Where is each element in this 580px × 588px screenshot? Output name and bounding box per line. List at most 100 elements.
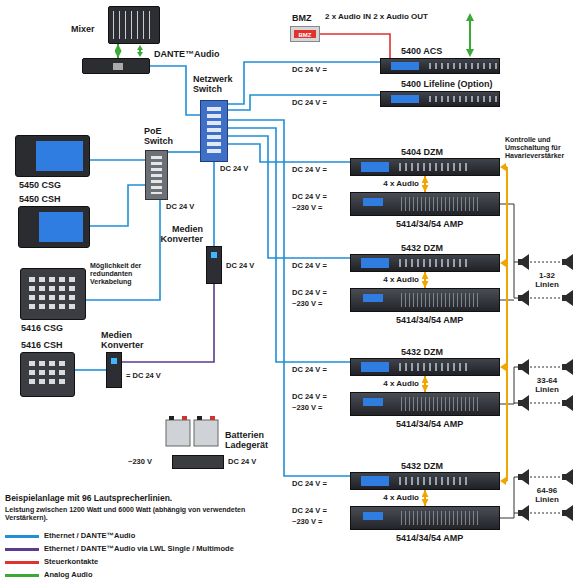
device-label: BMZ: [292, 14, 312, 24]
legend-text: Analog Audio: [44, 569, 92, 581]
speaker-wires: [500, 204, 562, 518]
device-label: 5400 ACS: [401, 47, 442, 57]
connector: [228, 95, 380, 110]
annotation-label: DC 24 V =: [292, 262, 327, 271]
device-box: 5414/34/54 AMP: [350, 288, 500, 312]
device-box: 5432 DZM: [350, 358, 500, 376]
device-label: Netzwerk Switch: [193, 75, 243, 95]
device-box: PoE Switch: [145, 150, 168, 200]
device-box: Mixer: [108, 6, 160, 44]
device-label: 5414/34/54 AMP: [396, 534, 463, 544]
annotation-label: ~230 V =: [292, 204, 322, 213]
connector: [213, 162, 215, 246]
connector: [122, 284, 214, 362]
device-label: Batterien Ladegerät: [225, 431, 277, 451]
legend-text: Steuerkontakte: [44, 556, 98, 568]
connector-label: 4 x Audio: [383, 380, 419, 389]
connector: [90, 185, 145, 226]
device-label: 5400 Lifeline (Option): [401, 80, 493, 90]
connector: [424, 376, 426, 392]
device-label: DANTE™Audio: [154, 50, 220, 60]
annotation-label: DC 24 V =: [292, 393, 327, 402]
annotation-label: = DC 24 V: [126, 372, 161, 381]
legend-text: Ethernet / DANTE™Audio via LWL Single / …: [44, 543, 234, 555]
device-label: 5414/34/54 AMP: [396, 220, 463, 230]
connector: [228, 120, 350, 476]
device-box: 5416 CSG: [20, 268, 86, 320]
device-label: Medien Konverter: [101, 331, 156, 351]
connector: [75, 369, 106, 371]
connector: [168, 151, 200, 153]
annotation-label: DC 24 V =: [292, 193, 327, 202]
annotation-label: Leistung zwischen 1200 Watt und 6000 Wat…: [5, 506, 255, 522]
connector: [424, 272, 426, 288]
connector: [86, 200, 160, 300]
device-box: DANTE™Audio: [82, 58, 150, 74]
connector: [228, 144, 350, 162]
connector: [117, 44, 119, 58]
connector: [228, 128, 350, 362]
device-label: 5432 DZM: [401, 348, 443, 358]
annotation-label: Beispielanlage mit 96 Lautsprecherlinien…: [5, 494, 172, 504]
device-box: 5414/34/54 AMP: [350, 392, 500, 416]
annotation-label: 33-64 Linien: [532, 376, 562, 394]
battery-symbol: [166, 416, 218, 446]
legend-swatch: [5, 535, 39, 538]
annotation-label: DC 24 V: [226, 262, 254, 271]
device-label: 5450 CSH: [19, 195, 61, 205]
device-box: 5404 DZM: [350, 158, 500, 176]
device-box: 5414/34/54 AMP: [350, 192, 500, 216]
device-box: 5414/34/54 AMP: [350, 506, 500, 530]
annotation-label: ~230 V =: [292, 404, 322, 413]
annotation-label: ~230 V =: [292, 518, 322, 527]
device-label: 5432 DZM: [401, 462, 443, 472]
speaker-group: [518, 254, 573, 521]
device-label: Medien Konverter: [151, 225, 203, 245]
device-box: BMZBMZ: [290, 26, 320, 42]
device-box: 5432 DZM: [350, 254, 500, 272]
annotation-label: ~230 V: [128, 458, 152, 467]
device-label: 5414/34/54 AMP: [396, 316, 463, 326]
annotation-label: DC 24 V =: [292, 480, 327, 489]
device-box: 5432 DZM: [350, 472, 500, 490]
connector: [320, 34, 390, 58]
device-label: 5450 CSG: [19, 181, 61, 191]
annotation-label: DC 24 V: [220, 165, 248, 174]
annotation-label: DC 24 V: [166, 203, 194, 212]
annotation-label: DC 24 V =: [292, 507, 327, 516]
annotation-label: 1-32 Linien: [532, 271, 562, 289]
device-box: 5450 CSH: [18, 206, 90, 248]
control-line: [500, 163, 507, 485]
device-label: PoE Switch: [144, 127, 184, 147]
annotation-label: DC 24 V =: [292, 289, 327, 298]
connector: [424, 490, 426, 506]
device-label: Mixer: [71, 25, 95, 35]
device-box: 5416 CSH: [20, 352, 75, 397]
device-box: 5450 CSG: [15, 135, 90, 177]
device-box: Batterien Ladegerät: [172, 455, 224, 469]
connector-label: 4 x Audio: [383, 276, 419, 285]
annotation-label: Möglichkeit der redundanten Verkabelung: [90, 262, 156, 286]
annotation-label: DC 24 V =: [292, 366, 327, 375]
connector: [228, 136, 350, 258]
legend-text: Ethernet / DANTE™Audio: [44, 530, 135, 542]
device-inscription: BMZ: [294, 30, 316, 38]
device-label: 5416 CSH: [21, 341, 63, 351]
device-label: 5404 DZM: [401, 148, 443, 158]
connector-label: 4 x Audio: [383, 494, 419, 503]
device-box: Medien Konverter: [106, 352, 122, 388]
legend-swatch: [5, 561, 39, 564]
annotation-label: 2 x Audio IN 2 x Audio OUT: [325, 12, 428, 21]
annotation-label: DC 24 V =: [292, 66, 327, 75]
legend-swatch: [5, 574, 39, 577]
device-label: 5414/34/54 AMP: [396, 420, 463, 430]
connector: [90, 159, 145, 161]
annotation-label: DC 24 V =: [292, 99, 327, 108]
annotation-label: 64-96 Linien: [532, 486, 562, 504]
connector: [150, 66, 200, 115]
legend-swatch: [5, 548, 39, 551]
annotation-label: DC 24 V: [228, 458, 256, 467]
connector-label: 4 x Audio: [383, 180, 419, 189]
device-box: Netzwerk Switch: [200, 100, 228, 162]
